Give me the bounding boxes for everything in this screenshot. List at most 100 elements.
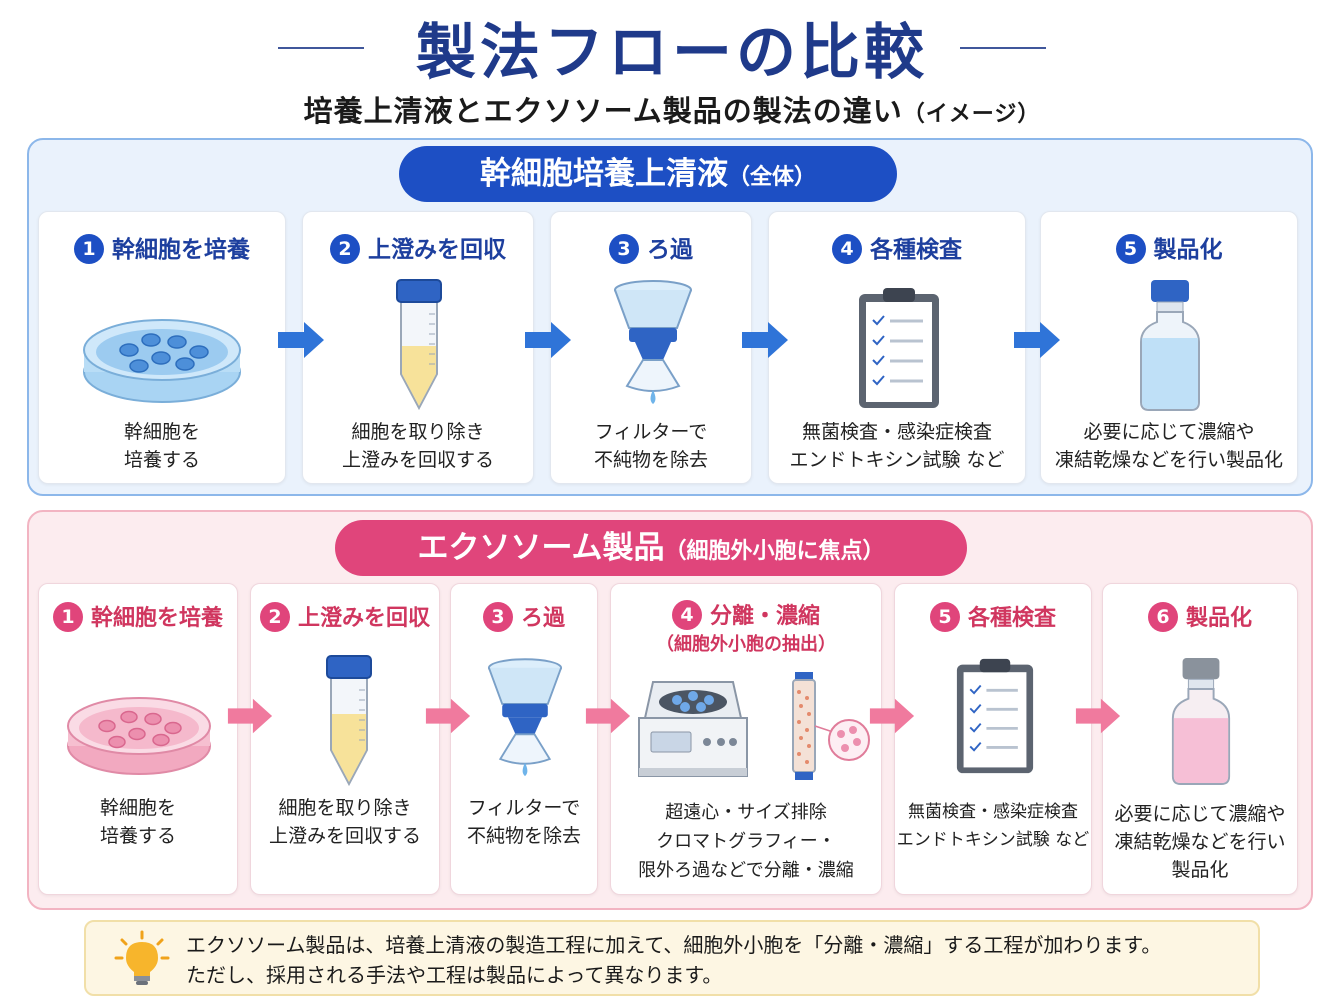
bottom-step-6-desc: 必要に応じて濃縮や凍結乾燥などを行い製品化 [1103, 800, 1297, 884]
arrow-right-icon [869, 698, 915, 734]
bottom-step-2-card: 2 上澄みを回収 細胞を取り除き上澄みを回収する [250, 583, 440, 895]
top-step-5-title: 5 製品化 [1041, 230, 1297, 264]
section-label-top-text: 幹細胞培養上清液 [479, 156, 728, 192]
vial-icon [1171, 657, 1231, 785]
bottom-step-2-desc: 細胞を取り除き上澄みを回収する [251, 794, 439, 850]
top-step-1-title: 1 幹細胞を培養 [39, 230, 285, 264]
subtitle-paren: （イメージ） [902, 102, 1041, 127]
desc-line: 不純物を除去 [593, 449, 708, 471]
step-title: 上澄みを回収 [368, 237, 506, 263]
top-step-2-title: 2 上澄みを回収 [303, 230, 533, 264]
bottom-step-4-card: 4 分離・濃縮 （細胞外小胞の抽出） 超遠心・サイズ排除クロマトグラフィー・限外ろ… [610, 583, 882, 895]
section-label-top: 幹細胞培養上清液（全体） [399, 146, 897, 202]
arrow-right-icon [1014, 322, 1060, 358]
step-title: ろ過 [647, 237, 693, 263]
desc-line: 上澄みを回収する [341, 449, 494, 471]
clipboard-icon [859, 288, 939, 408]
step-title: 製品化 [1153, 237, 1223, 263]
desc-line: 無菌検査・感染症検査 [908, 802, 1078, 822]
bottom-step-4-subtitle: （細胞外小胞の抽出） [656, 634, 836, 655]
bottom-step-2-title: 2 上澄みを回収 [251, 600, 439, 632]
step-number: 2 [330, 234, 360, 264]
title-left-rule [278, 47, 364, 49]
desc-line: エンドトキシン試験 など [896, 830, 1090, 850]
title-right-rule [960, 47, 1046, 49]
top-step-5-card: 5 製品化 必要に応じて濃縮や凍結乾燥などを行い製品化 [1040, 211, 1298, 484]
arrow-right-icon [227, 698, 273, 734]
note-box: エクソソーム製品は、培養上清液の製造工程に加えて、細胞外小胞を「分離・濃縮」する… [84, 920, 1260, 996]
petri-dish-icon [67, 697, 211, 775]
desc-line: 培養する [123, 449, 200, 471]
desc-line: 細胞を取り除き [278, 797, 412, 819]
page-subtitle: 培養上清液とエクソソーム製品の製法の違い（イメージ） [0, 88, 1344, 130]
desc-line: 上澄みを回収する [268, 825, 421, 847]
page-title: 製法フローの比較 [416, 18, 928, 88]
section-label-bottom-paren: （細胞外小胞に焦点） [664, 539, 885, 564]
desc-line: 不純物を除去 [466, 825, 581, 847]
lightbulb-icon [114, 930, 170, 985]
clipboard-icon [956, 658, 1034, 774]
bottom-step-5-desc: 無菌検査・感染症検査エンドトキシン試験 など [895, 798, 1091, 854]
bottom-step-5-title: 5 各種検査 [895, 600, 1091, 632]
section-label-bottom: エクソソーム製品（細胞外小胞に焦点） [335, 520, 967, 576]
step-number: 2 [259, 602, 290, 632]
step-title: 各種検査 [967, 606, 1056, 631]
desc-line: 凍結乾燥などを行い [1114, 831, 1286, 853]
step-title: 製品化 [1185, 606, 1252, 631]
petri-dish-icon [83, 319, 241, 403]
note-text: エクソソーム製品は、培養上清液の製造工程に加えて、細胞外小胞を「分離・濃縮」する… [186, 930, 1161, 990]
top-step-3-desc: フィルターで不純物を除去 [551, 418, 751, 474]
bottom-step-4-desc: 超遠心・サイズ排除クロマトグラフィー・限外ろ過などで分離・濃縮 [611, 798, 881, 885]
top-step-2-card: 2 上澄みを回収 細胞を取り除き上澄みを回収する [302, 211, 534, 484]
desc-line: 細胞を取り除き [351, 421, 485, 443]
step-title: 幹細胞を培養 [112, 237, 250, 263]
top-step-5-desc: 必要に応じて濃縮や凍結乾燥などを行い製品化 [1041, 418, 1297, 474]
subtitle-text: 培養上清液とエクソソーム製品の製法の違い [303, 94, 903, 128]
bottom-step-5-card: 5 各種検査 無菌検査・感染症検査エンドトキシン試験 など [894, 583, 1092, 895]
filter-icon [614, 280, 692, 404]
tube-icon [396, 279, 442, 410]
arrow-right-icon [1075, 698, 1121, 734]
desc-line: クロマトグラフィー・ [656, 831, 836, 852]
step-number: 4 [671, 600, 702, 630]
centrifuge-icon [638, 681, 748, 777]
desc-line: 超遠心・サイズ排除 [665, 802, 827, 823]
desc-line: 製品化 [1171, 859, 1229, 881]
desc-line: 凍結乾燥などを行い製品化 [1054, 449, 1283, 471]
arrow-right-icon [525, 322, 571, 358]
desc-line: エンドトキシン試験 など [789, 449, 1005, 471]
top-step-2-desc: 細胞を取り除き上澄みを回収する [303, 418, 533, 474]
arrow-right-icon [425, 698, 471, 734]
vial-icon [1140, 280, 1200, 411]
desc-line: 無菌検査・感染症検査 [801, 421, 992, 443]
step-title: 上澄みを回収 [297, 606, 430, 631]
step-number: 5 [929, 602, 960, 632]
step-title: 分離・濃縮 [709, 604, 820, 629]
arrow-right-icon [278, 322, 324, 358]
section-label-bottom-text: エクソソーム製品 [417, 530, 665, 566]
desc-line: 培養する [99, 825, 176, 847]
desc-line: 必要に応じて濃縮や [1083, 421, 1255, 443]
bottom-step-3-desc: フィルターで不純物を除去 [451, 794, 597, 850]
chromatography-column-icon [792, 672, 870, 780]
filter-icon [487, 658, 563, 777]
arrow-right-icon [742, 322, 788, 358]
section-label-top-paren: （全体） [727, 165, 816, 190]
note-line-1: エクソソーム製品は、培養上清液の製造工程に加えて、細胞外小胞を「分離・濃縮」する… [186, 933, 1162, 957]
desc-line: フィルターで [467, 797, 581, 819]
step-number: 1 [74, 234, 104, 264]
header [0, 4, 1344, 84]
step-number: 3 [482, 602, 513, 632]
tube-icon [326, 655, 372, 786]
step-number: 5 [1115, 234, 1146, 264]
